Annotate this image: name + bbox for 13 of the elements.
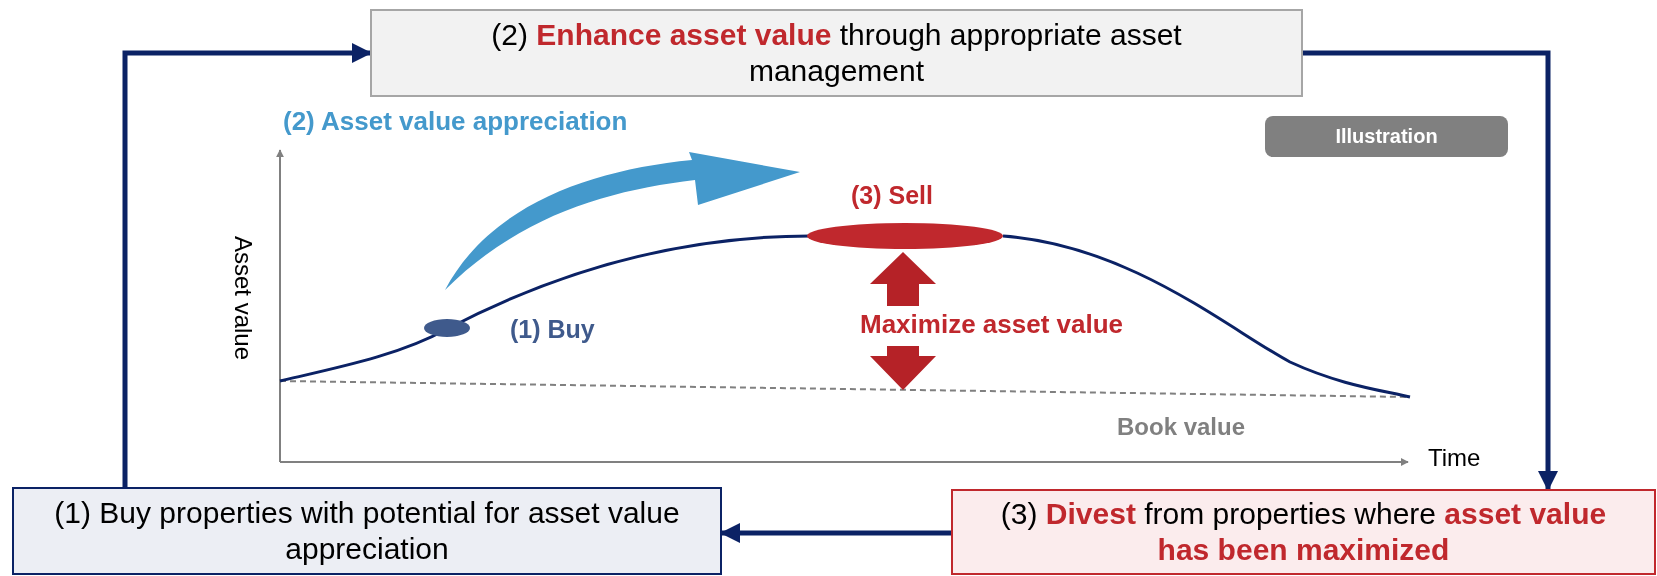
axis-title: Time [1428, 444, 1481, 472]
text-box: (1) Buy properties with potential for asset value appreciation [12, 487, 722, 575]
axis-title: Asset value [229, 236, 257, 360]
chart-annotation: Book value [1117, 413, 1246, 441]
chart-annotation: (1) Buy [510, 315, 595, 344]
chart-annotation: Maximize asset value [860, 309, 1124, 340]
label-tag: Illustration [1265, 116, 1508, 157]
arrow [122, 43, 372, 487]
chart-annotation: (3) Sell [851, 181, 933, 210]
text-box: (2) Enhance asset value through appropriate asset management [370, 9, 1303, 97]
chart-annotation: (2) Asset value appreciation [283, 106, 628, 137]
arrow [1303, 50, 1558, 491]
text-box: (3) Divest from properties where asset value has been maximized [951, 489, 1656, 575]
